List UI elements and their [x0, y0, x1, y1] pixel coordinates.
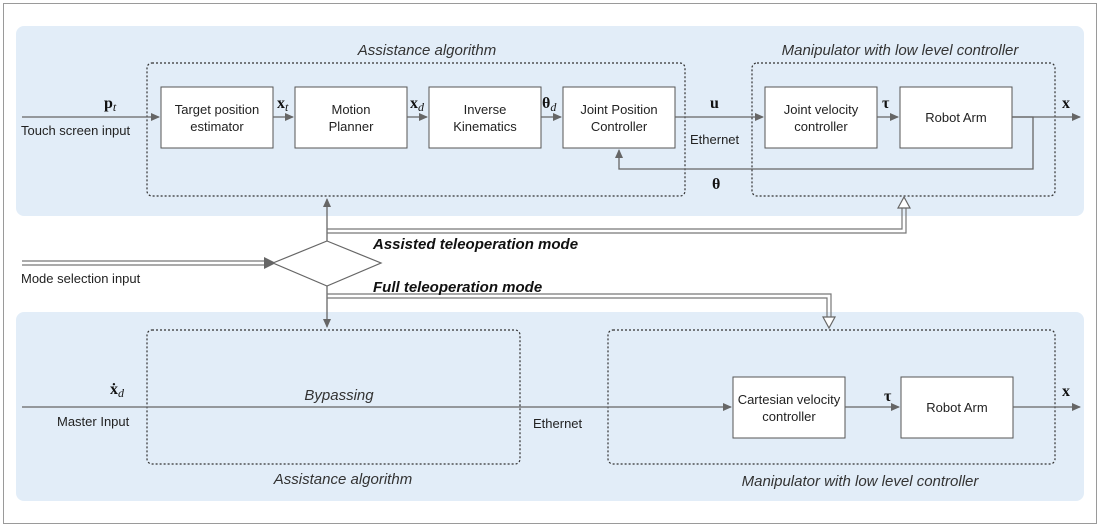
- signal-theta-d: θd: [542, 95, 557, 114]
- top-ethernet-label: Ethernet: [690, 132, 740, 147]
- mode-input-arrowhead: [264, 257, 276, 269]
- svg-text:Cartesian velocity: Cartesian velocity: [738, 392, 841, 407]
- assisted-arrowhead: [896, 195, 912, 209]
- assisted-double-line-outer: [327, 204, 907, 234]
- signal-x-d: xd: [410, 95, 425, 114]
- svg-text:estimator: estimator: [190, 119, 244, 134]
- full-arrowhead: [821, 316, 837, 330]
- svg-text:Controller: Controller: [591, 119, 648, 134]
- target-position-estimator-block: Target position estimator: [160, 86, 274, 149]
- svg-text:Planner: Planner: [329, 119, 374, 134]
- signal-xdot-d: ẋd: [110, 381, 125, 400]
- top-robot-arm-block: Robot Arm: [899, 86, 1013, 149]
- signal-p-t: pt: [104, 95, 117, 114]
- signal-tau-bottom: τ: [884, 388, 892, 405]
- bottom-assistance-title: Assistance algorithm: [273, 471, 412, 488]
- joint-position-controller-block: Joint Position Controller: [562, 86, 676, 149]
- svg-text:controller: controller: [762, 409, 816, 424]
- full-double-line-outer: [327, 293, 832, 319]
- touch-screen-input-label: Touch screen input: [21, 123, 131, 138]
- top-manipulator-group: [751, 62, 1056, 197]
- bottom-manipulator-title: Manipulator with low level controller: [742, 473, 980, 490]
- top-assistance-title: Assistance algorithm: [357, 42, 496, 59]
- bypassing-label: Bypassing: [304, 387, 374, 404]
- svg-text:Joint Position: Joint Position: [580, 102, 657, 117]
- svg-text:Joint velocity: Joint velocity: [784, 102, 859, 117]
- theta-feedback-line: [615, 116, 1034, 170]
- svg-text:Motion: Motion: [331, 102, 370, 117]
- svg-text:Robot Arm: Robot Arm: [925, 110, 986, 125]
- cartesian-velocity-controller-block: Cartesian velocity controller: [732, 376, 846, 439]
- top-manipulator-title: Manipulator with low level controller: [782, 42, 1020, 59]
- signal-x-out-bottom: x: [1062, 383, 1070, 400]
- signal-x-out-top: x: [1062, 95, 1070, 112]
- bottom-robot-arm-block: Robot Arm: [900, 376, 1014, 439]
- signal-tau-top: τ: [882, 95, 890, 112]
- signal-x-t: xt: [277, 95, 289, 114]
- svg-text:Inverse: Inverse: [464, 102, 507, 117]
- mode-selection-input-label: Mode selection input: [21, 271, 141, 286]
- bottom-assistance-group: [146, 329, 521, 465]
- assisted-teleoperation-mode-label: Assisted teleoperation mode: [372, 236, 578, 253]
- full-teleoperation-mode-label: Full teleoperation mode: [373, 279, 542, 296]
- master-input-label: Master Input: [57, 414, 130, 429]
- bottom-ethernet-label: Ethernet: [533, 416, 583, 431]
- assisted-double-line-inner: [327, 204, 903, 230]
- motion-planner-block: Motion Planner: [294, 86, 408, 149]
- svg-text:Target position: Target position: [175, 102, 260, 117]
- svg-text:Kinematics: Kinematics: [453, 119, 517, 134]
- svg-text:controller: controller: [794, 119, 848, 134]
- inverse-kinematics-block: Inverse Kinematics: [428, 86, 542, 149]
- full-double-line-inner: [327, 297, 828, 319]
- svg-text:Robot Arm: Robot Arm: [926, 400, 987, 415]
- joint-velocity-controller-block: Joint velocity controller: [764, 86, 878, 149]
- signal-theta-feedback: θ: [712, 176, 720, 193]
- signal-u: u: [710, 95, 719, 112]
- top-assistance-group: [146, 62, 686, 197]
